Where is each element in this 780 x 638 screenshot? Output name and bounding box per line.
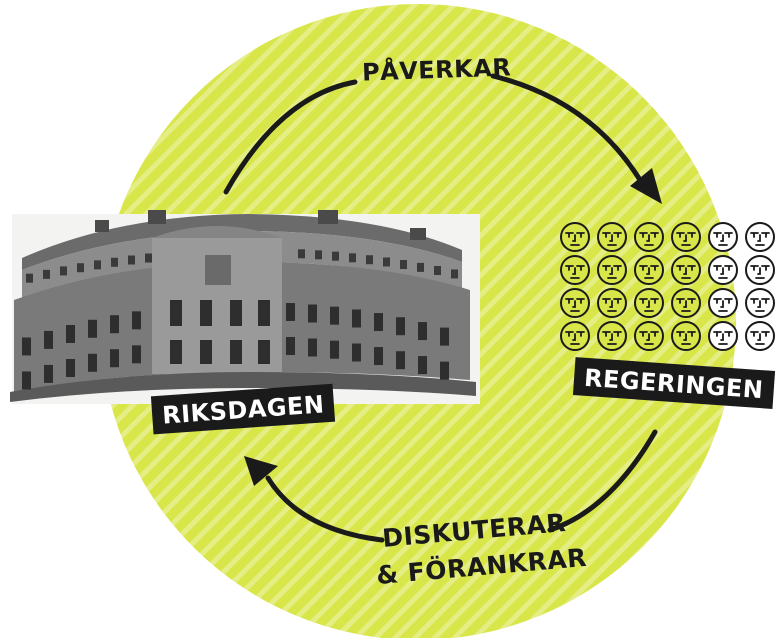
building-window	[110, 349, 119, 368]
face-icon	[634, 321, 664, 351]
building-window	[417, 262, 424, 272]
building-windows	[22, 249, 458, 390]
building-window	[22, 337, 31, 356]
building-window	[418, 322, 427, 341]
building-window	[418, 356, 427, 375]
building-window	[94, 260, 101, 270]
building-window	[308, 304, 317, 323]
face-icon	[745, 222, 775, 252]
building-window	[352, 309, 361, 328]
top-label: PÅVERKAR	[361, 53, 512, 87]
clockwise-arrow-bottom	[244, 429, 658, 543]
building-window	[88, 319, 97, 338]
building-window	[258, 340, 270, 364]
parliament-building-image	[10, 210, 480, 404]
building-window	[44, 330, 53, 349]
face-icon	[708, 321, 738, 351]
face-icon	[671, 222, 701, 252]
building-window	[374, 347, 383, 366]
building-window	[286, 337, 295, 356]
building-window	[77, 263, 84, 273]
building-window	[88, 353, 97, 372]
building-window	[132, 311, 141, 330]
building-window	[111, 257, 118, 267]
face-icon	[708, 222, 738, 252]
building-window	[110, 315, 119, 334]
building-window	[332, 251, 339, 261]
building-window	[400, 260, 407, 270]
building-window	[298, 249, 305, 259]
building-window	[440, 361, 449, 380]
building-window	[200, 300, 212, 326]
building-window	[396, 351, 405, 370]
face-icon	[671, 288, 701, 318]
building-window	[43, 269, 50, 279]
face-icon	[708, 288, 738, 318]
building-window	[66, 359, 75, 378]
face-icon	[745, 255, 775, 285]
building-window	[315, 250, 322, 260]
face-icon	[671, 255, 701, 285]
face-icon	[560, 321, 590, 351]
building-window	[22, 371, 31, 390]
face-icon	[597, 321, 627, 351]
building-window	[349, 253, 356, 263]
face-icon	[634, 255, 664, 285]
building-window	[44, 364, 53, 383]
building-window	[352, 343, 361, 362]
building-window	[66, 325, 75, 344]
face-icon	[597, 288, 627, 318]
face-icon	[671, 321, 701, 351]
face-icon	[597, 255, 627, 285]
building-window	[330, 340, 339, 359]
face-icon	[634, 222, 664, 252]
building-window	[374, 313, 383, 332]
building-window	[230, 300, 242, 326]
building-window	[308, 338, 317, 357]
clockwise-arrow-top	[223, 73, 662, 204]
building-window	[366, 255, 373, 265]
face-icon	[597, 222, 627, 252]
building-window	[170, 300, 182, 326]
face-icon	[745, 321, 775, 351]
face-icon	[560, 222, 590, 252]
building-window	[258, 300, 270, 326]
building-window	[132, 345, 141, 364]
building-window	[26, 273, 33, 283]
building-window	[170, 340, 182, 364]
building-window	[230, 340, 242, 364]
building-window	[60, 266, 67, 276]
building-window	[440, 327, 449, 346]
building-window	[330, 306, 339, 325]
building-window	[205, 255, 231, 285]
building-window	[200, 340, 212, 364]
building-window	[396, 317, 405, 336]
building-window	[383, 257, 390, 267]
building-window	[434, 266, 441, 276]
face-icon	[745, 288, 775, 318]
face-icon	[634, 288, 664, 318]
face-icon	[560, 255, 590, 285]
face-icon	[560, 288, 590, 318]
building-window	[128, 255, 135, 265]
building-window	[451, 269, 458, 279]
face-icon	[708, 255, 738, 285]
building-window	[145, 253, 152, 263]
face-grid	[560, 222, 775, 351]
building-window	[286, 303, 295, 322]
